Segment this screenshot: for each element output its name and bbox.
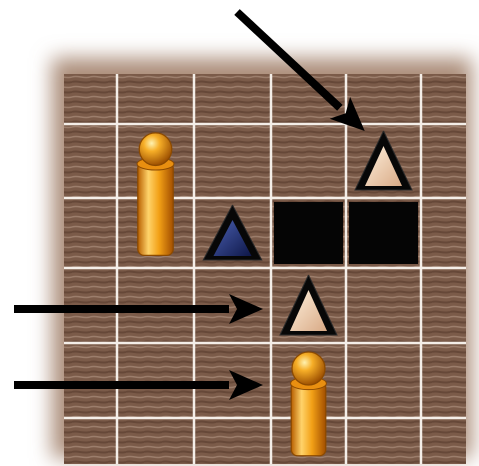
orange-pawn-5: [291, 352, 327, 456]
dark-square-1: [274, 202, 343, 264]
orange-pawn-1: [137, 133, 174, 256]
pawn-head: [292, 352, 325, 385]
pawn-head: [139, 133, 172, 166]
game-board: [52, 58, 472, 464]
dark-square-2: [349, 202, 418, 264]
pawn-body: [291, 381, 326, 455]
pawn-body: [138, 162, 173, 256]
